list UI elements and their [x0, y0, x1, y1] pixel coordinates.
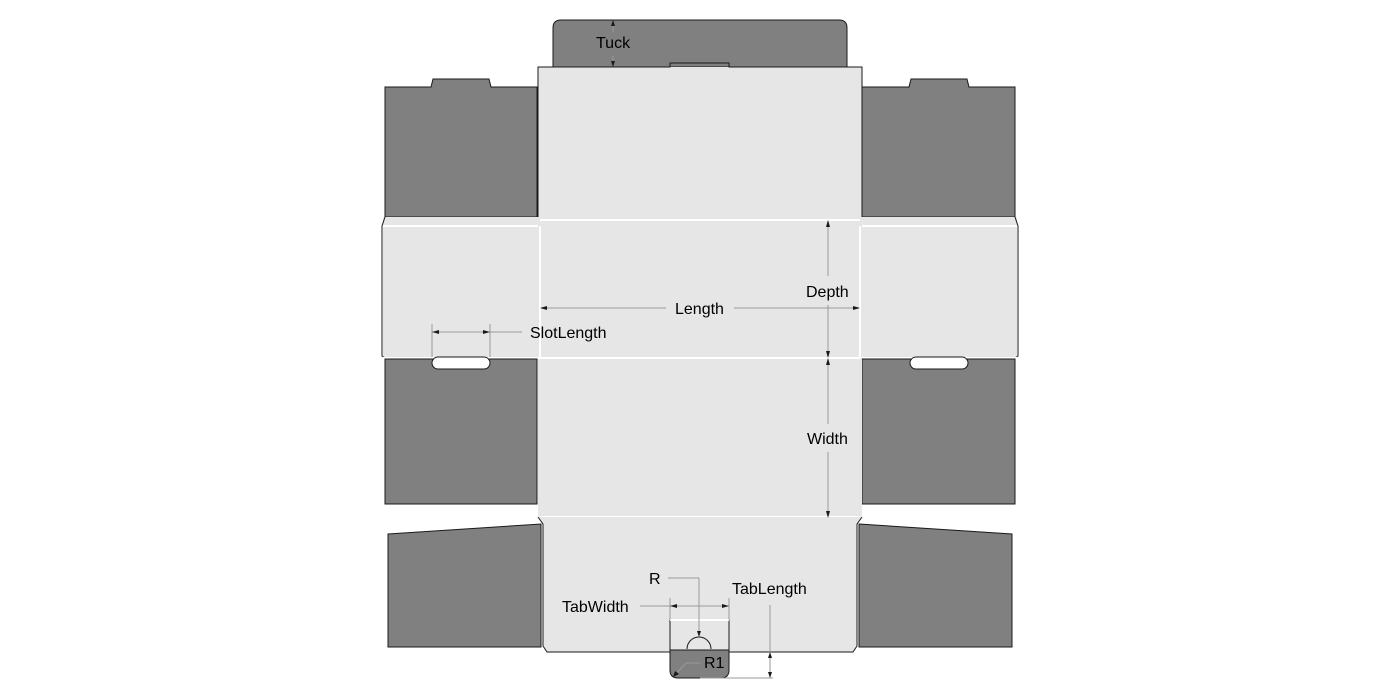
length-label: Length	[675, 301, 724, 318]
depth-label: Depth	[806, 284, 849, 301]
width-label: Width	[807, 431, 848, 448]
back-depth-band	[383, 217, 1017, 358]
right-slot	[909, 356, 969, 370]
tab-length-label: TabLength	[732, 581, 807, 598]
bottom-panel	[538, 359, 862, 517]
r1-label: R1	[704, 655, 725, 672]
lid-panel	[538, 67, 862, 217]
slot-length-label: SlotLength	[530, 325, 607, 342]
top-left-dust-flap	[384, 78, 538, 218]
r-label: R	[649, 571, 661, 588]
mid-left-side-flap	[384, 358, 538, 505]
tuck-flap	[552, 19, 848, 68]
front-panel	[538, 517, 862, 652]
mid-right-side-flap	[861, 358, 1016, 505]
tab-width-label: TabWidth	[562, 599, 629, 616]
top-right-dust-flap	[861, 78, 1016, 218]
tuck-label: Tuck	[596, 35, 631, 52]
bottom-left-flap	[387, 523, 542, 648]
bottom-right-flap	[858, 523, 1013, 648]
left-slot	[431, 356, 491, 370]
